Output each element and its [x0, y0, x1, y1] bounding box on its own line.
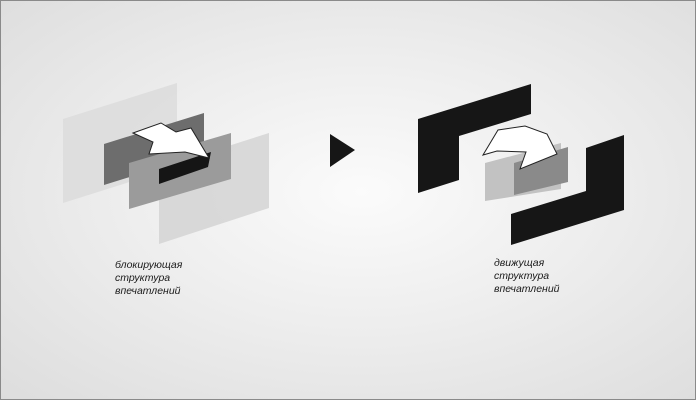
transition-arrowhead-icon	[330, 134, 355, 167]
caption-line: движущая	[494, 257, 560, 270]
caption-line: структура	[494, 270, 560, 283]
caption-line: впечатлений	[494, 283, 560, 296]
blocking-structure	[63, 83, 269, 244]
caption-line: впечатлений	[115, 285, 182, 298]
moving-structure	[418, 84, 624, 245]
moving-structure-caption: движущая структура впечатлений	[494, 257, 560, 296]
caption-line: блокирующая	[115, 259, 182, 272]
caption-line: структура	[115, 272, 182, 285]
blocking-structure-caption: блокирующая структура впечатлений	[115, 259, 182, 298]
